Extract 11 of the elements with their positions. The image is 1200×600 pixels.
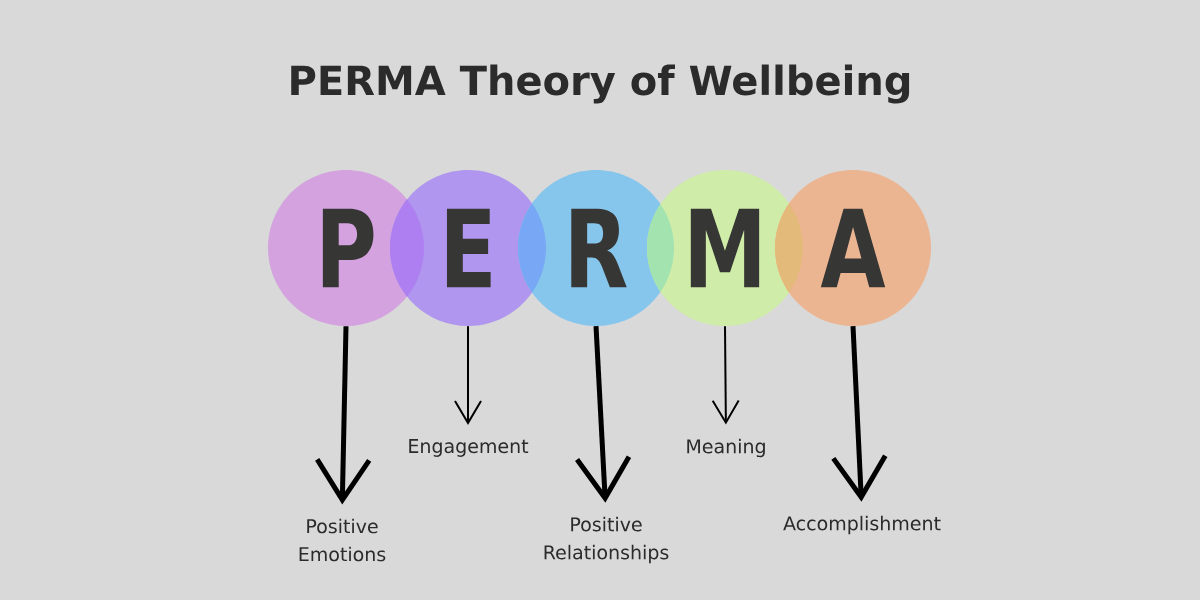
- arrow: [575, 326, 632, 503]
- arrow: [711, 325, 740, 425]
- text-label: Positive Emotions: [299, 518, 386, 562]
- arrow: [454, 325, 482, 425]
- text-label: Accomplishment: [783, 515, 941, 535]
- arrow: [831, 326, 888, 502]
- arrow: [315, 326, 372, 505]
- text-label: Engagement: [409, 439, 529, 457]
- title: PERMA Theory of Wellbeing: [291, 64, 910, 104]
- text-label: Meaning: [687, 438, 765, 458]
- text-label: Positive Relationships: [544, 516, 669, 564]
